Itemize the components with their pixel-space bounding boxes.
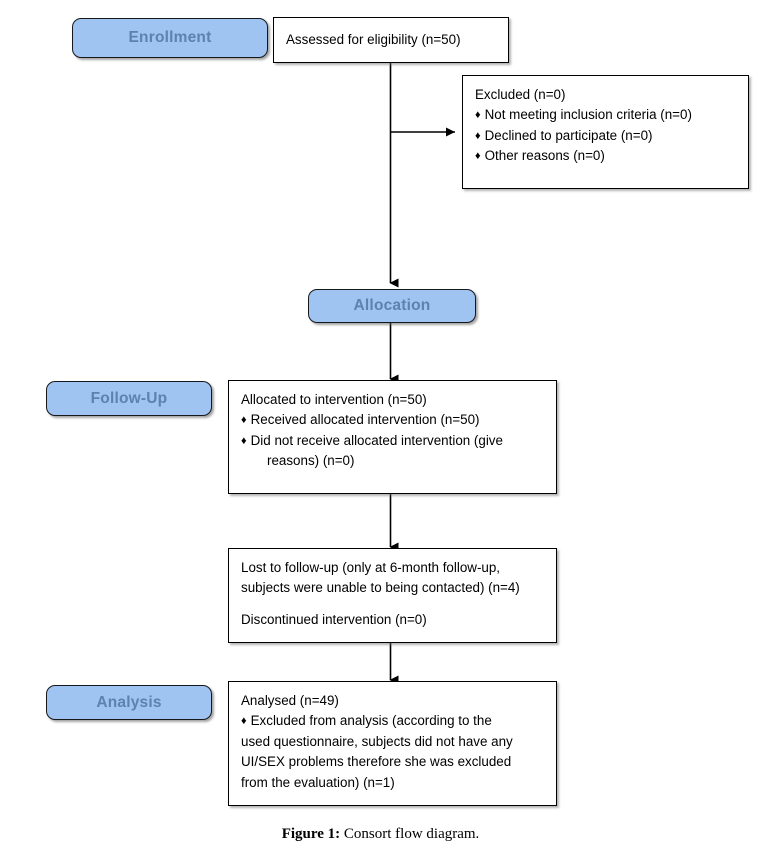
stage-badge-analysis-label: Analysis bbox=[96, 693, 162, 711]
stage-badge-enrollment-label: Enrollment bbox=[128, 29, 212, 47]
figure-caption-text: Consort flow diagram. bbox=[340, 826, 480, 842]
box-excluded: Excluded (n=0) ♦Not meeting inclusion cr… bbox=[462, 75, 749, 189]
bullet-diamond-icon: ♦ bbox=[241, 414, 247, 427]
box-allocated-item-1: ♦Received allocated intervention (n=50) bbox=[241, 410, 545, 430]
box-analysed-line-3: UI/SEX problems therefore she was exclud… bbox=[241, 754, 512, 770]
box-allocated-to-intervention: Allocated to intervention (n=50) ♦Receiv… bbox=[228, 380, 557, 494]
box-allocated-item-2: ♦Did not receive allocated intervention … bbox=[241, 431, 545, 451]
box-assessed-title: Assessed for eligibility (n=50) bbox=[286, 31, 461, 47]
box-analysed-line-2: used questionnaire, subjects did not hav… bbox=[241, 733, 513, 749]
bullet-diamond-icon: ♦ bbox=[475, 150, 481, 163]
box-allocated-item-2-continuation: reasons) (n=0) bbox=[267, 453, 355, 469]
box-analysed-item-1-text: Excluded from analysis (according to the bbox=[250, 713, 492, 729]
box-analysed-line-4: from the evaluation) (n=1) bbox=[241, 774, 395, 790]
box-lost-line-1: Lost to follow-up (only at 6-month follo… bbox=[241, 560, 501, 575]
box-allocated-item-1-text: Received allocated intervention (n=50) bbox=[250, 412, 480, 428]
stage-badge-enrollment: Enrollment bbox=[72, 18, 268, 58]
box-analysed-item-1: ♦Excluded from analysis (according to th… bbox=[241, 711, 545, 731]
box-analysed: Analysed (n=49) ♦Excluded from analysis … bbox=[228, 681, 557, 806]
stage-badge-analysis: Analysis bbox=[46, 685, 212, 720]
figure-caption-label: Figure 1: bbox=[281, 826, 341, 842]
box-excluded-item-1: ♦Not meeting inclusion criteria (n=0) bbox=[475, 105, 737, 125]
box-lost-line-3: Discontinued intervention (n=0) bbox=[241, 611, 427, 627]
box-lost-to-followup: Lost to follow-up (only at 6-month follo… bbox=[228, 548, 557, 643]
stage-badge-allocation: Allocation bbox=[308, 289, 476, 323]
bullet-diamond-icon: ♦ bbox=[475, 129, 481, 142]
stage-badge-followup-label: Follow-Up bbox=[90, 389, 168, 407]
box-excluded-item-3: ♦Other reasons (n=0) bbox=[475, 146, 737, 166]
bullet-diamond-icon: ♦ bbox=[241, 715, 247, 728]
box-lost-spacer bbox=[241, 599, 545, 610]
box-analysed-heading: Analysed (n=49) bbox=[241, 693, 339, 708]
figure-caption: Figure 1: Consort flow diagram. bbox=[0, 826, 761, 843]
box-excluded-item-2: ♦Declined to participate (n=0) bbox=[475, 126, 737, 146]
stage-badge-followup: Follow-Up bbox=[46, 381, 212, 416]
stage-badge-allocation-label: Allocation bbox=[353, 297, 431, 315]
box-excluded-heading: Excluded (n=0) bbox=[475, 87, 566, 102]
box-excluded-item-1-text: Not meeting inclusion criteria (n=0) bbox=[484, 107, 692, 123]
box-excluded-item-2-text: Declined to participate (n=0) bbox=[484, 127, 653, 143]
bullet-diamond-icon: ♦ bbox=[241, 434, 247, 447]
box-allocated-heading: Allocated to intervention (n=50) bbox=[241, 392, 427, 407]
box-assessed-for-eligibility: Assessed for eligibility (n=50) bbox=[273, 17, 509, 63]
box-excluded-item-3-text: Other reasons (n=0) bbox=[484, 148, 605, 164]
bullet-diamond-icon: ♦ bbox=[475, 109, 481, 122]
box-allocated-item-2-text: Did not receive allocated intervention (… bbox=[250, 432, 503, 448]
box-lost-line-2: subjects were unable to being contacted)… bbox=[241, 580, 520, 596]
